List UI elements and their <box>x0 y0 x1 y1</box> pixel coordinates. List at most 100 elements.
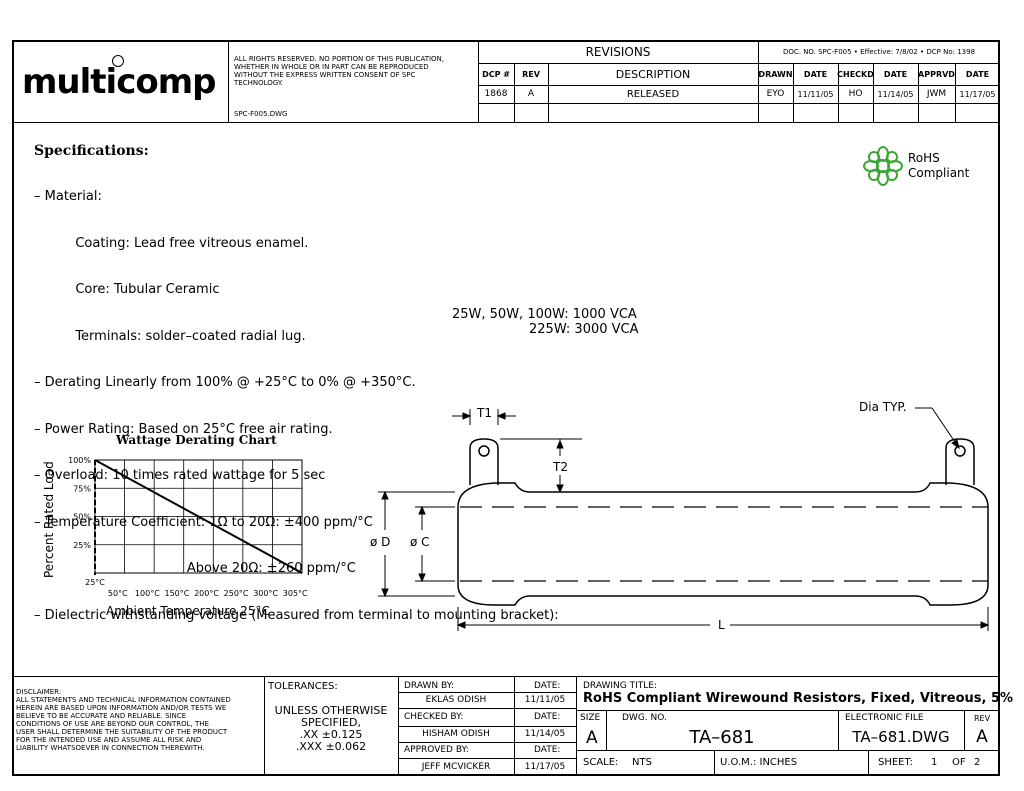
chart-x-start-tick: 25°C <box>85 578 105 587</box>
spec-line: – Derating Linearly from 100% @ +25°C to… <box>34 375 416 390</box>
drawn-name: EKLAS ODISH <box>425 695 487 705</box>
specs-title: Specifications: <box>34 143 149 159</box>
dwg-no-label: DWG. NO. <box>622 713 667 723</box>
rev-value: A <box>976 727 988 747</box>
col-date: DATE <box>965 69 990 79</box>
spec-line: – Material: <box>34 189 102 204</box>
col-description: DESCRIPTION <box>615 67 691 81</box>
spec-line: – Power Rating: Based on 25°C free air r… <box>34 421 333 437</box>
dwg-no: TA–681 <box>689 726 755 748</box>
spec-line: Core: Tubular Ceramic <box>34 282 220 297</box>
rev-line <box>838 63 839 122</box>
chart-x-tick: 100°C <box>135 589 160 598</box>
footer-line <box>838 710 839 750</box>
chart-x-tick: 200°C <box>194 589 219 598</box>
rev-line <box>478 103 1000 104</box>
chart-x-tick: 50°C <box>108 589 128 598</box>
checked-date-label: DATE: <box>534 712 561 722</box>
chart-x-tick: 300°C <box>253 589 278 598</box>
col-rev: REV <box>522 69 540 79</box>
multicomp-logo: multicomp <box>22 62 216 102</box>
footer-line <box>398 742 576 743</box>
drawn-date: 11/11/05 <box>524 695 566 705</box>
approved-date-label: DATE: <box>534 745 561 755</box>
d-label: ø D <box>370 535 391 549</box>
size-value: A <box>586 728 598 748</box>
efile-label: ELECTRONIC FILE <box>845 713 924 723</box>
rev-line <box>873 63 874 122</box>
rev-line <box>793 63 794 122</box>
spec-line: – Dielectric withstanding voltage (Measu… <box>34 607 559 623</box>
chart-y-tick: 75% <box>73 484 91 493</box>
row-apprvd: JWM <box>926 89 947 99</box>
drawn-by-label: DRAWN BY: <box>404 681 454 691</box>
col-drawn: DRAWN <box>758 69 793 79</box>
row-dcp: 1868 <box>484 89 508 99</box>
specs-list: – Material: Coating: Lead free vitreous … <box>34 158 559 639</box>
footer-line <box>714 750 715 776</box>
col-dcp: DCP # <box>482 69 510 79</box>
approved-date: 11/17/05 <box>524 762 566 772</box>
logo-mark-icon <box>112 55 124 67</box>
l-label: L <box>718 618 725 632</box>
chart-x-tick: 305°C <box>283 589 308 598</box>
rev-line <box>918 63 919 122</box>
t2-label: T2 <box>553 460 568 474</box>
spec-line: Above 20Ω: ±260 ppm/°C <box>34 561 356 576</box>
uom: U.O.M.: INCHES <box>720 757 798 768</box>
row-date: 11/14/05 <box>877 89 914 99</box>
rev-line <box>758 40 759 122</box>
footer-line <box>868 750 869 776</box>
rev-line <box>478 85 1000 86</box>
doc-info: DOC. NO. SPC-F005 • Effective: 7/8/02 • … <box>782 47 976 56</box>
col-apprvd: APPRVD <box>918 69 955 79</box>
c-label: ø C <box>410 535 430 549</box>
rev-divider <box>478 40 479 122</box>
rohs-leaf-icon <box>863 146 903 186</box>
scale-label: SCALE: <box>583 757 619 768</box>
drawing-sheet <box>12 40 1000 776</box>
footer-line <box>964 710 965 750</box>
checked-by-label: CHECKED BY: <box>404 712 464 722</box>
drawn-date-label: DATE: <box>534 681 561 691</box>
tolerances-label: TOLERANCES: <box>268 681 338 692</box>
chart-x-tick: 250°C <box>224 589 249 598</box>
efile: TA–681.DWG <box>852 728 950 746</box>
template-file: SPC-F005.DWG <box>234 110 288 118</box>
footer-line <box>576 710 1000 711</box>
row-date: 11/11/05 <box>797 89 834 99</box>
size-label: SIZE <box>580 713 601 723</box>
dia-label: Dia TYP. <box>859 400 907 414</box>
drawing-title-label: DRAWING TITLE: <box>583 681 657 691</box>
spec-line: – Temperature Coefficient: 1Ω to 20Ω: ±4… <box>34 514 373 530</box>
sheet-of: OF <box>952 757 966 768</box>
footer-line <box>398 726 576 727</box>
voltage-line-2: 225W: 3000 VCA <box>529 322 639 337</box>
row-description: RELEASED <box>626 88 680 100</box>
chart-x-tick: 150°C <box>164 589 189 598</box>
footer-line <box>264 676 265 776</box>
chart-derating-line <box>94 459 303 574</box>
disclaimer: DISCLAIMER:ALL STATEMENTS AND TECHNICAL … <box>16 688 231 752</box>
col-checkd: CHECKD <box>837 69 874 79</box>
spec-line: Terminals: solder–coated radial lug. <box>34 328 306 344</box>
header-divider <box>12 122 1000 123</box>
chart-xlabel: Ambient Temperature 25°C <box>106 604 270 618</box>
revisions-title: REVISIONS <box>585 44 651 59</box>
row-rev: A <box>527 89 535 99</box>
col-date: DATE <box>803 69 828 79</box>
row-date: 11/17/05 <box>959 89 996 99</box>
rev-line <box>514 63 515 122</box>
row-checkd: HO <box>848 89 863 99</box>
footer-line <box>576 750 1000 751</box>
footer-line <box>398 758 576 759</box>
drawing-title: RoHS Compliant Wirewound Resistors, Fixe… <box>583 691 1014 706</box>
checked-date: 11/14/05 <box>524 729 566 739</box>
spec-line: Coating: Lead free vitreous enamel. <box>34 235 309 251</box>
approved-name: JEFF MCVICKER <box>421 762 491 772</box>
approved-by-label: APPROVED BY: <box>404 745 469 755</box>
checked-name: HISHAM ODISH <box>422 729 490 739</box>
